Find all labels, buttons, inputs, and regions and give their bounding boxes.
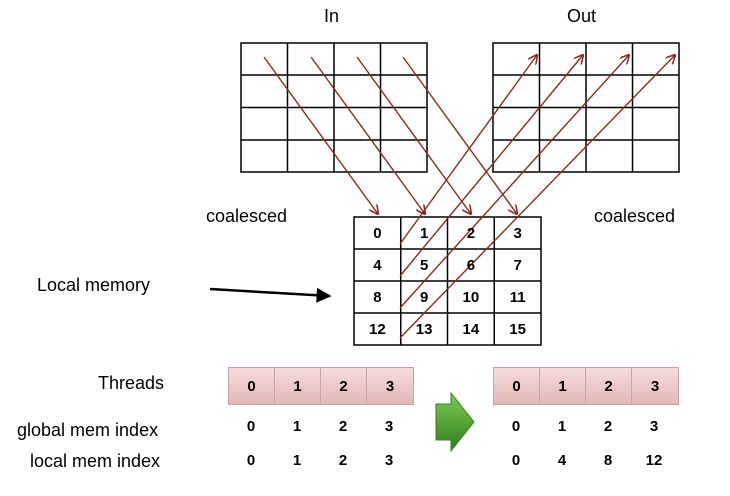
local-memory-cell: 14: [462, 320, 480, 338]
local-memory-cell: 11: [509, 288, 526, 306]
coalesced-right-label: coalesced: [594, 206, 676, 226]
arrow-in-col0: [263, 56, 378, 214]
local-memory-cell: 1: [419, 224, 429, 242]
arrow-in-col3: [402, 56, 517, 214]
global-index-value: 3: [649, 418, 659, 435]
local-memory-cell: 5: [419, 256, 429, 274]
out-grid: [492, 42, 680, 173]
local-index-value: 2: [338, 452, 348, 469]
arrow-out-row3: [399, 55, 675, 339]
local-memory-label: Local memory: [37, 275, 151, 295]
global-index-value: 2: [338, 418, 348, 435]
local-memory-cell: 4: [373, 256, 382, 274]
local-memory-cells: 0 1 2 3 4 5 6 7 8 9 10 11 12 13 14 15: [354, 217, 541, 345]
local-memory-cell: 7: [513, 256, 522, 274]
arrow-out-row0: [399, 55, 537, 245]
local-memory-cell: 6: [466, 256, 476, 274]
local-index-value: 8: [603, 452, 613, 469]
local-memory-cell: 2: [466, 224, 476, 242]
local-memory-cell: 10: [462, 288, 480, 306]
arrow-out-row2: [399, 55, 629, 309]
global-index-value: 0: [246, 418, 256, 435]
local-index-value: 0: [511, 452, 521, 469]
in-to-local-arrows: [263, 56, 517, 214]
thread-cell: 1: [275, 368, 321, 404]
local-memory-cell: 0: [373, 224, 382, 242]
global-index-value: 2: [603, 418, 613, 435]
local-index-value: 12: [645, 452, 663, 469]
local-memory-cell: 8: [373, 288, 382, 306]
local-index-value: 3: [384, 452, 394, 469]
global-index-value: 3: [384, 418, 394, 435]
local-to-out-arrows: [399, 55, 675, 339]
global-index-value: 1: [557, 418, 567, 435]
arrow-in-col1: [310, 56, 425, 214]
local-memory-cell: 12: [369, 320, 386, 338]
local-index-value: 0: [246, 452, 256, 469]
coalesced-left-label: coalesced: [206, 206, 288, 226]
local-memory-cell: 3: [513, 224, 522, 242]
global-index-value: 1: [292, 418, 302, 435]
thread-cell: 3: [367, 368, 413, 404]
in-grid: [240, 42, 428, 173]
local-memory-cell: 15: [509, 320, 526, 338]
local-index-value: 4: [557, 452, 567, 469]
threads-label: Threads: [98, 373, 165, 393]
thread-cell: 1: [540, 368, 586, 404]
thread-cell: 0: [494, 368, 540, 404]
global-mem-index-label: global mem index: [17, 420, 159, 440]
arrow-out-row1: [399, 55, 583, 277]
local-memory-pointer-arrow: [209, 287, 332, 303]
local-mem-index-label: local mem index: [30, 451, 161, 471]
step-arrow-icon: [435, 391, 475, 453]
thread-cell: 2: [586, 368, 632, 404]
arrow-in-col2: [356, 56, 471, 214]
thread-cell: 2: [321, 368, 367, 404]
in-label: In: [324, 6, 340, 26]
thread-cell: 0: [229, 368, 275, 404]
global-index-value: 0: [511, 418, 521, 435]
threads-right: 0 1 2 3: [493, 367, 679, 405]
local-index-value: 1: [292, 452, 302, 469]
local-memory-cell: 13: [415, 320, 433, 338]
local-memory-grid: [353, 216, 542, 346]
threads-left: 0 1 2 3: [228, 367, 414, 405]
local-memory-cell: 9: [419, 288, 429, 306]
out-label: Out: [567, 6, 597, 26]
thread-cell: 3: [632, 368, 678, 404]
